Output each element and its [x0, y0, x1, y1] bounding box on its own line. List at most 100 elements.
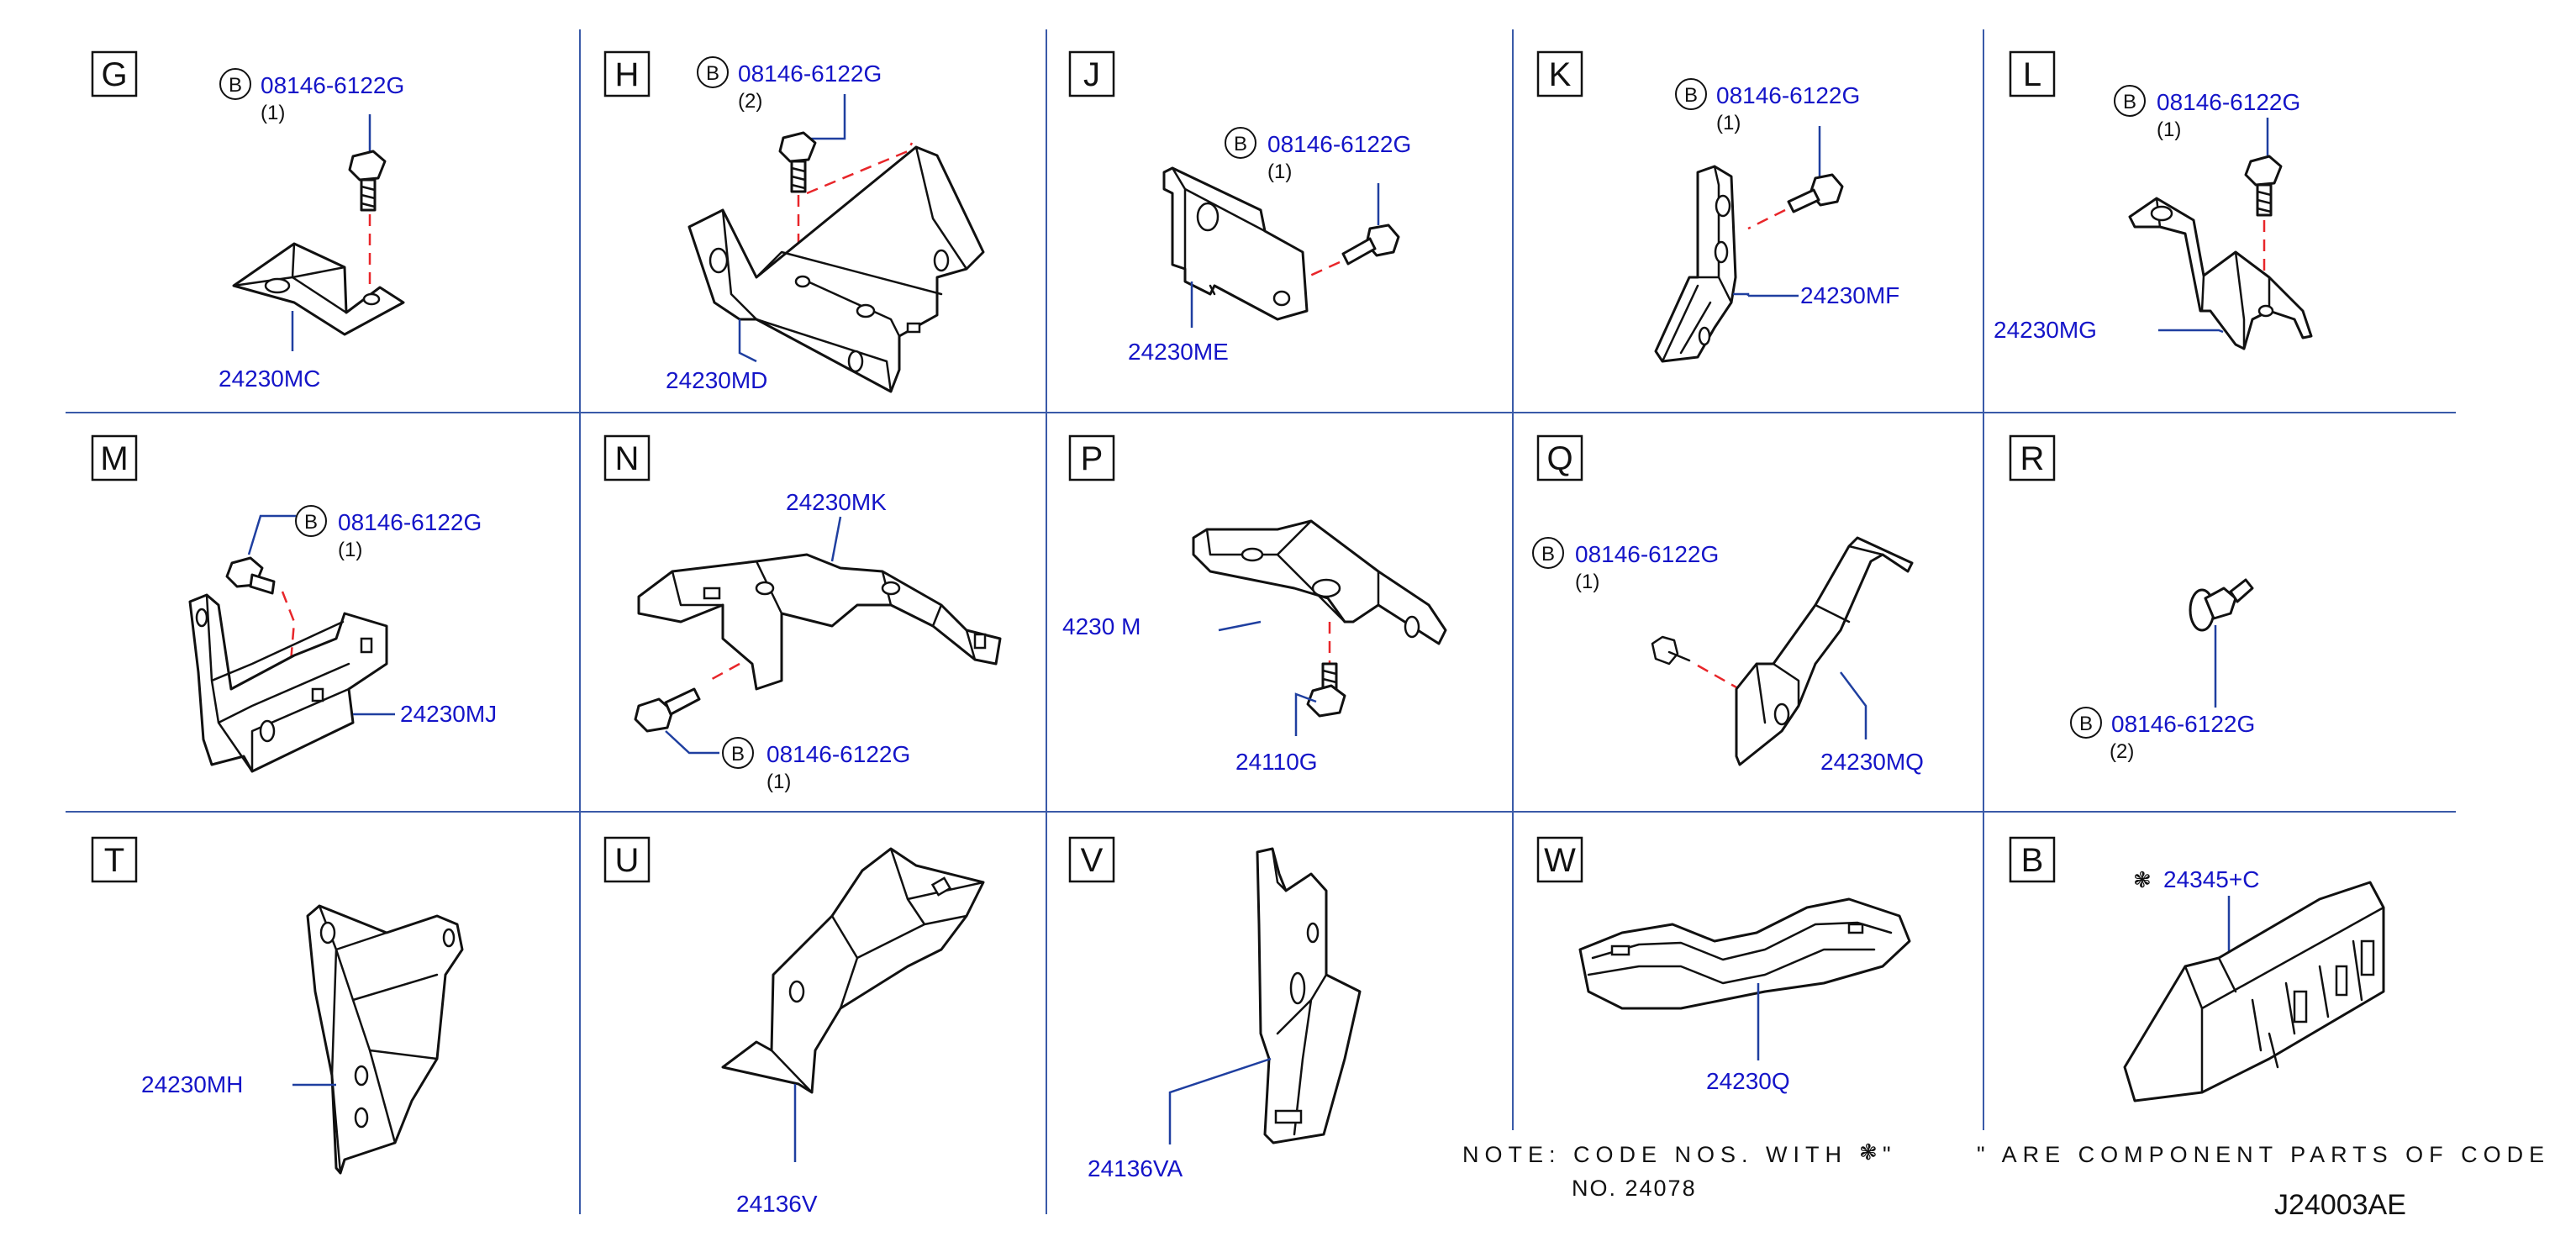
panel-m: M B 08146-6122G (1) 24230MJ: [91, 434, 497, 773]
bolt-marker-icon: [1532, 537, 1564, 569]
panel-letter-box: [91, 434, 138, 481]
panel-letter: J: [1083, 56, 1100, 93]
panel-letter-box: [603, 434, 651, 481]
note: NOTE: CODE NOS. WITH ❃ " " ARE COMPONENT…: [1462, 1140, 2550, 1201]
bolt-icon: [348, 150, 387, 212]
panel-letter: N: [615, 440, 640, 477]
component-housing-icon: [2123, 881, 2385, 1102]
bolt-marker-icon: [722, 737, 754, 769]
bracket-icon: [637, 553, 1002, 691]
bolt-marker-icon: [697, 56, 729, 88]
bolt-marker-label: B: [1684, 84, 1698, 107]
part-code: 24230MG: [1994, 317, 2097, 343]
bracket-icon: [232, 242, 405, 336]
part-code: 24230Q: [1706, 1068, 1790, 1094]
bracket-icon: [2128, 197, 2313, 350]
panel-letter: L: [2023, 56, 2041, 93]
bolt-quantity: (1): [1575, 571, 1599, 593]
panel-b: B ❃ 24345+C: [2009, 836, 2385, 1102]
panel-p: P 4230 M 24110G: [1062, 434, 1447, 775]
bolt-marker-label: B: [2123, 91, 2136, 113]
part-code: 24136VA: [1088, 1155, 1183, 1181]
bolt-marker-label: B: [2079, 713, 2093, 735]
panel-letter: W: [1544, 842, 1576, 879]
bolt-icon: [1651, 635, 1691, 666]
part-code: 24230MK: [786, 489, 887, 515]
panel-letter: B: [2021, 842, 2044, 879]
part-code: 24230MF: [1800, 282, 1899, 308]
bolt-icon: [2189, 578, 2254, 632]
figure-id: J24003AE: [2274, 1189, 2406, 1221]
panel-letter: M: [100, 440, 128, 477]
bolt-icon: [2244, 155, 2283, 217]
bolt-part-code: 08146-6122G: [1575, 541, 1719, 567]
panel-v: V 24136VA: [1068, 836, 1362, 1181]
panel-u: U 24136V: [603, 836, 985, 1217]
bolt-quantity: (1): [261, 102, 285, 124]
panel-letter-box: [1536, 836, 1583, 883]
bolt-marker-label: B: [1234, 133, 1247, 155]
bolt-icon: [778, 131, 817, 193]
bolt-part-code: 08146-6122G: [1267, 131, 1411, 157]
bracket-icon: [721, 847, 985, 1094]
panel-letter-box: [1068, 434, 1115, 481]
part-code: 24230MH: [141, 1071, 243, 1097]
bolt-part-code: 08146-6122G: [2157, 89, 2300, 115]
bolt-icon: [225, 556, 276, 595]
panel-k: K B 08146-6122G (1) 24230MF: [1536, 50, 1899, 363]
bracket-icon: [1192, 519, 1447, 645]
bolt-quantity: (1): [1267, 160, 1292, 183]
panel-letter-box: [1068, 836, 1115, 883]
bolt-marker-icon: [2070, 707, 2102, 739]
note-line1-right: " ARE COMPONENT PARTS OF CODE: [1977, 1142, 2550, 1167]
part-code: 24230MD: [666, 367, 767, 393]
bolt-marker-icon: [219, 68, 251, 100]
bolt-icon: [1341, 224, 1400, 266]
panel-letter: V: [1081, 842, 1104, 879]
bracket-icon: [306, 904, 464, 1175]
component-mark-icon: ❃: [2133, 868, 2152, 893]
bolt-icon: [634, 687, 701, 733]
part-code: 24345+C: [2163, 866, 2259, 892]
panel-l: L B 08146-6122G (1) 24230MG: [1994, 50, 2313, 350]
bracket-icon: [1578, 897, 1911, 1010]
panel-w: W 24230Q: [1536, 836, 1911, 1094]
bolt-quantity: (1): [2157, 118, 2181, 141]
panel-letter-box: [1536, 50, 1583, 97]
bolt-quantity: (1): [766, 771, 791, 793]
bolt-part-code: 08146-6122G: [1716, 82, 1860, 108]
panel-q: Q B 08146-6122G (1) 24230MQ: [1532, 434, 1924, 775]
bolt-marker-icon: [295, 505, 327, 537]
panel-r: R B 08146-6122G (2): [2009, 434, 2255, 763]
part-code: 24230ME: [1128, 339, 1229, 365]
part-code: 24230MQ: [1820, 749, 1924, 775]
panel-t: T 24230MH: [91, 836, 464, 1175]
panel-letter-box: [2009, 836, 2056, 883]
note-quote: ": [1883, 1142, 1897, 1167]
note-line1-left: NOTE: CODE NOS. WITH: [1462, 1142, 1847, 1167]
panel-letter-box: [603, 836, 651, 883]
panel-letter: H: [615, 56, 640, 93]
panel-letter: P: [1081, 440, 1104, 477]
panel-letter: R: [2020, 440, 2045, 477]
bolt-part-code: 08146-6122G: [338, 509, 482, 535]
note-star-icon: ❃: [1859, 1140, 1878, 1165]
panel-letter: Q: [1546, 440, 1572, 477]
bolt-part-code: 08146-6122G: [738, 61, 882, 87]
bolt-quantity: (2): [2110, 740, 2134, 763]
grid-lines: [66, 29, 2456, 1214]
bolt-part-code: 08146-6122G: [261, 72, 404, 98]
bolt-marker-icon: [1225, 127, 1256, 159]
bolt-marker-label: B: [229, 74, 242, 97]
bolt-marker-icon: [2114, 85, 2146, 117]
bracket-icon: [1735, 536, 1914, 766]
bolt-quantity: (2): [738, 90, 762, 113]
panel-letter-box: [1536, 434, 1583, 481]
bolt-icon: [1787, 173, 1844, 213]
bracket-icon: [687, 145, 985, 393]
bolt-part-code: 24110G: [1235, 749, 1318, 775]
bracket-icon: [1654, 165, 1737, 363]
panel-letter-box: [1068, 50, 1115, 97]
panel-letter: U: [615, 842, 640, 879]
